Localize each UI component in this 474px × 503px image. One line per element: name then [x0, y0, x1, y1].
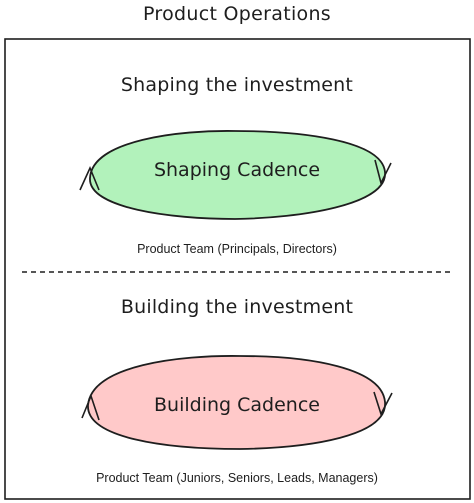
outer-frame: [4, 38, 471, 500]
building-team-label: Product Team (Juniors, Seniors, Leads, M…: [96, 471, 378, 485]
shaping-team-label: Product Team (Principals, Directors): [137, 242, 337, 256]
building-heading: Building the investment: [120, 296, 354, 318]
shaping-left-arrow-icon: [79, 165, 100, 191]
diagram-title: Product Operations: [142, 3, 332, 25]
shaping-cycle-ellipse: [89, 130, 386, 220]
shaping-heading: Shaping the investment: [120, 74, 354, 96]
building-right-arrow-icon: [373, 391, 393, 417]
building-cadence-label: Building Cadence: [154, 394, 320, 416]
shaping-cadence-label: Shaping Cadence: [153, 159, 321, 181]
building-left-arrow-icon: [81, 393, 100, 421]
building-cycle-ellipse: [87, 355, 386, 450]
shaping-right-arrow-icon: [374, 159, 392, 186]
